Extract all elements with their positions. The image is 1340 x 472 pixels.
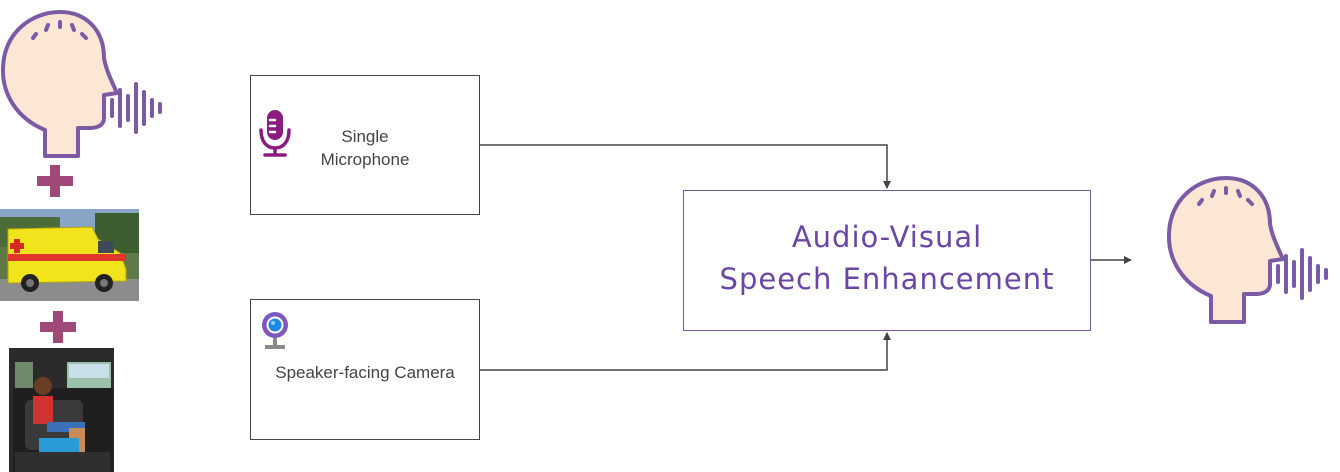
camera-to-enhancement-line	[480, 332, 891, 371]
output-speaking-head-icon	[1166, 176, 1328, 324]
camera-box: Speaker-facing Camera	[250, 299, 480, 440]
enhancement-box: Audio-Visual Speech Enhancement	[683, 190, 1091, 331]
microphone-label-line2: Microphone	[320, 150, 410, 169]
microphone-label-line1: Single	[341, 127, 389, 146]
microphone-box: Single Microphone	[250, 75, 480, 215]
camera-label: Speaker-facing Camera	[275, 363, 455, 382]
plus-icon	[37, 165, 73, 197]
ambulance-photo	[0, 209, 139, 301]
enhancement-title-line2: Speech Enhancement	[719, 262, 1055, 296]
enhancement-title-line1: Audio-Visual	[791, 220, 983, 254]
input-speaking-head-icon	[0, 10, 162, 158]
mic-to-enhancement-line	[480, 144, 891, 189]
microphone-icon	[259, 110, 291, 157]
child-in-car-seat-photo	[9, 348, 114, 472]
webcam-icon	[262, 312, 288, 349]
plus-icon	[40, 311, 76, 343]
